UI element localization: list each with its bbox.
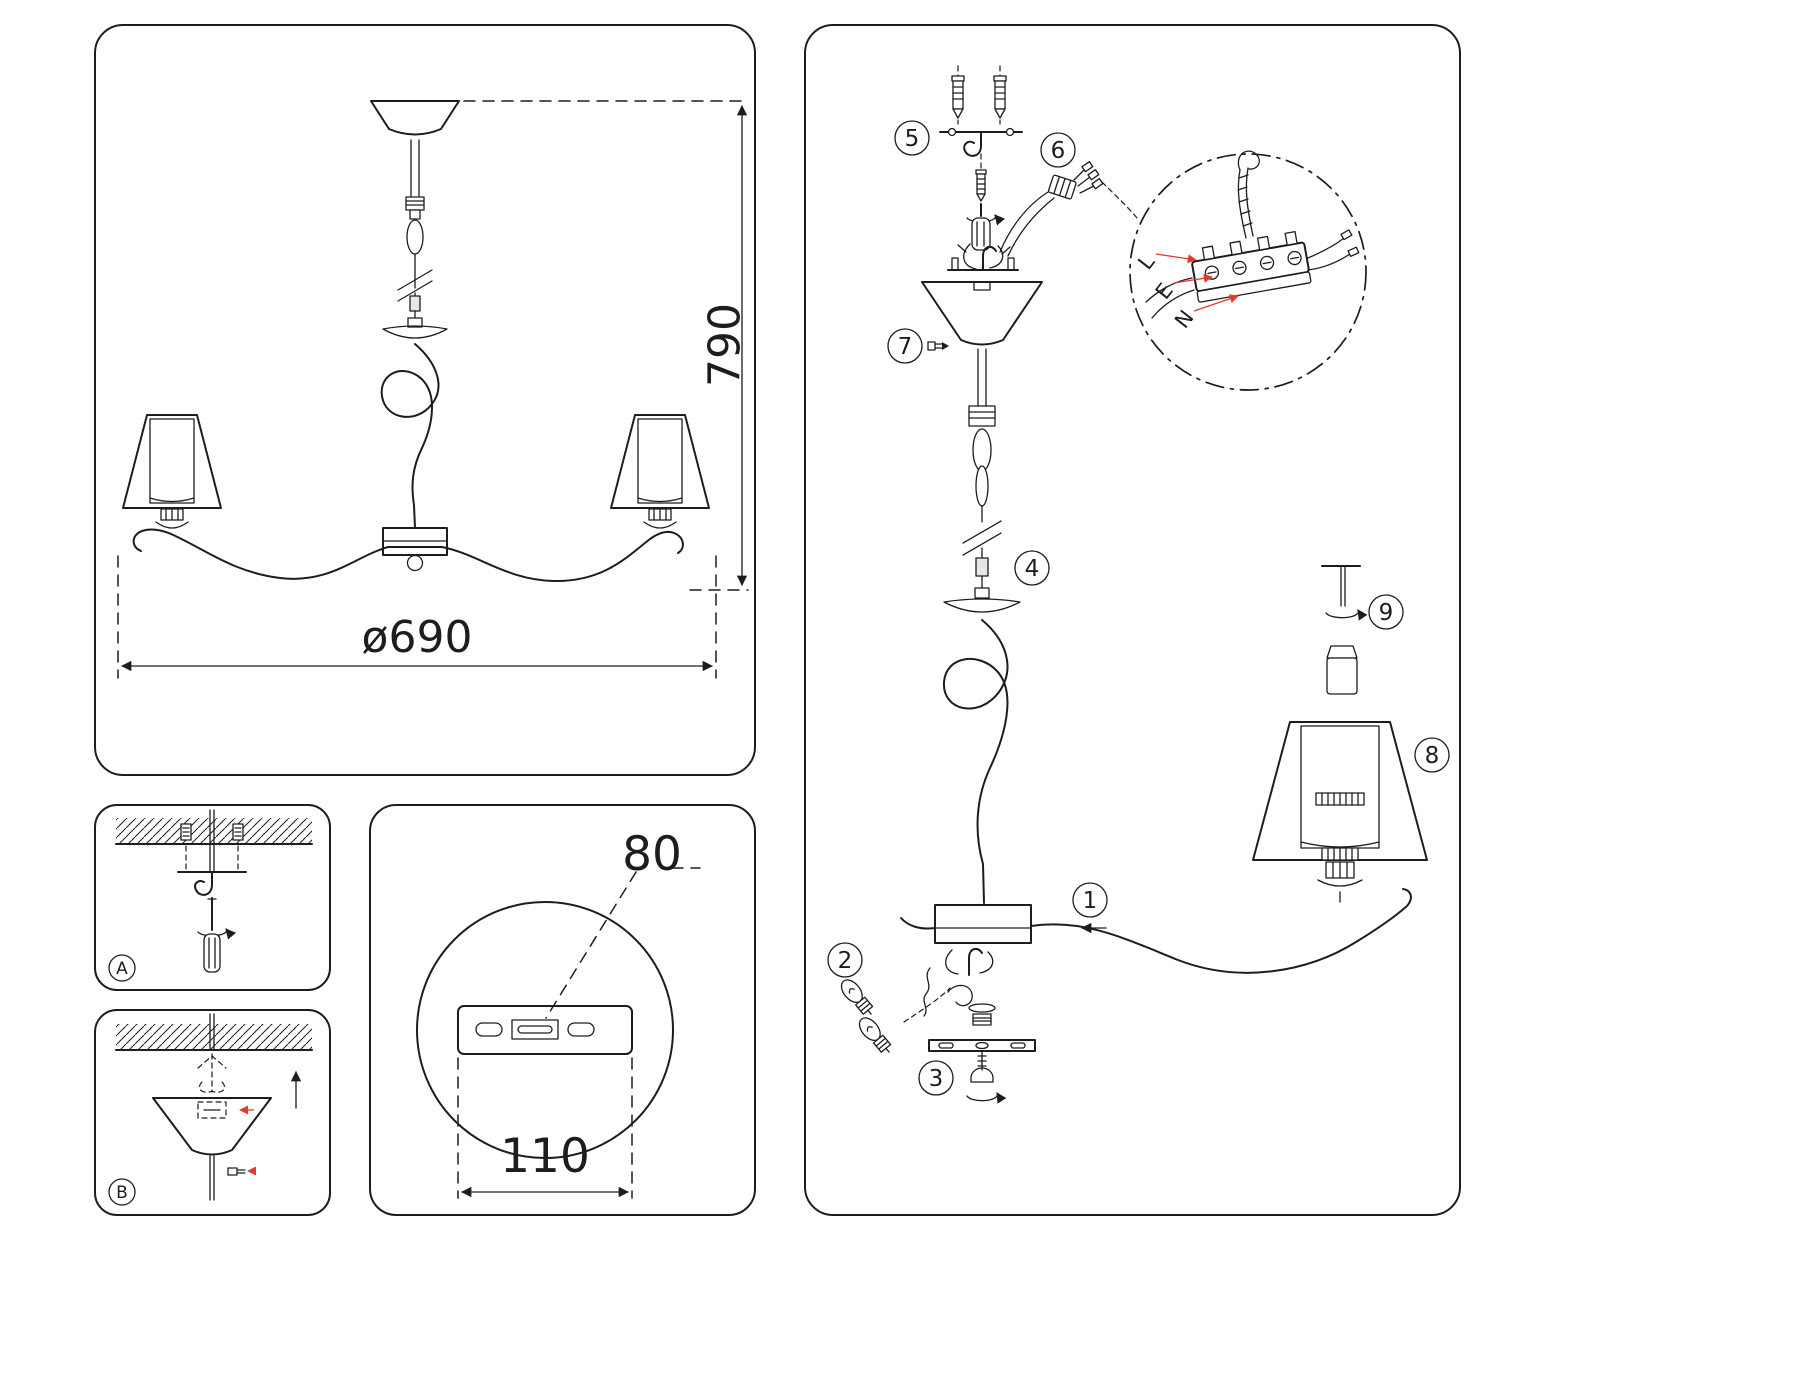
step8-label: 8 <box>1425 743 1440 769</box>
step1-label: 1 <box>1083 888 1098 914</box>
diameter-dim-label: ø690 <box>362 612 473 663</box>
terminal-block <box>1191 230 1312 303</box>
magnifier-circle <box>416 901 674 1159</box>
panel-detail-b: B <box>94 1009 331 1216</box>
hook-plate <box>177 823 247 896</box>
canopy-b <box>152 1097 272 1156</box>
panel-overview: 790 ø690 <box>94 24 756 776</box>
dimension-height: 790 <box>463 100 750 591</box>
step7-screw <box>927 341 949 351</box>
dimension-slot-80: 80 <box>545 827 701 1019</box>
chandelier-arm <box>132 528 684 583</box>
ceiling-hook-detail <box>1237 150 1260 239</box>
step3-label: 3 <box>929 1066 944 1092</box>
step5-badge: 5 <box>894 120 930 156</box>
suspension-stack <box>943 348 1021 613</box>
option-b-badge: B <box>108 1178 136 1206</box>
step2-bulbs <box>840 979 951 1053</box>
step2-label: 2 <box>838 948 853 974</box>
step7-label: 7 <box>898 334 913 360</box>
step6-connector <box>999 161 1138 257</box>
panel-assembly: 5 6 <box>804 24 1461 1216</box>
side-screw-b <box>227 1166 257 1176</box>
dimension-plate-110: 110 <box>457 1057 633 1199</box>
right-shade <box>610 414 710 529</box>
option-a-label: A <box>116 959 128 979</box>
step9-finial <box>1321 565 1368 695</box>
panel-bracket: 80 110 <box>369 804 756 1216</box>
plate-dim-label: 110 <box>500 1129 590 1184</box>
left-shade <box>122 414 222 529</box>
height-dim-label: 790 <box>699 303 750 387</box>
step3-badge: 3 <box>918 1060 954 1096</box>
slot-dim-label: 80 <box>622 827 682 882</box>
step9-label: 9 <box>1379 600 1394 626</box>
step7-canopy <box>921 243 1043 346</box>
mounting-plate <box>457 1005 633 1055</box>
step8-badge: 8 <box>1414 737 1450 773</box>
step3-hardware <box>923 947 1036 1104</box>
step6-label: 6 <box>1051 138 1066 164</box>
chandelier-center <box>380 343 448 572</box>
central-body <box>900 888 1412 974</box>
option-a-badge: A <box>108 954 136 982</box>
step4-badge: 4 <box>1014 550 1050 586</box>
option-b-label: B <box>116 1183 128 1203</box>
step2-badge: 2 <box>827 942 863 978</box>
panel-b-border <box>94 1009 331 1216</box>
panel-assembly-border <box>804 24 1461 1216</box>
chandelier-suspension <box>370 100 460 339</box>
dimension-diameter: ø690 <box>117 555 717 679</box>
loop-arm <box>942 619 1009 904</box>
screwdriver-icon <box>197 897 236 973</box>
panel-detail-a: A <box>94 804 331 991</box>
step5-label: 5 <box>905 126 920 152</box>
step1-badge: 1 <box>1072 882 1108 934</box>
step9-badge: 9 <box>1368 594 1404 630</box>
hidden-hook <box>197 1053 227 1093</box>
step4-label: 4 <box>1025 556 1040 582</box>
wiring-detail: L E N <box>1129 150 1367 391</box>
step5-anchors <box>939 65 1023 251</box>
step6-badge: 6 <box>1040 132 1076 168</box>
step7-badge: 7 <box>887 328 923 364</box>
panel-overview-border <box>94 24 756 776</box>
step8-shade <box>1252 721 1428 903</box>
